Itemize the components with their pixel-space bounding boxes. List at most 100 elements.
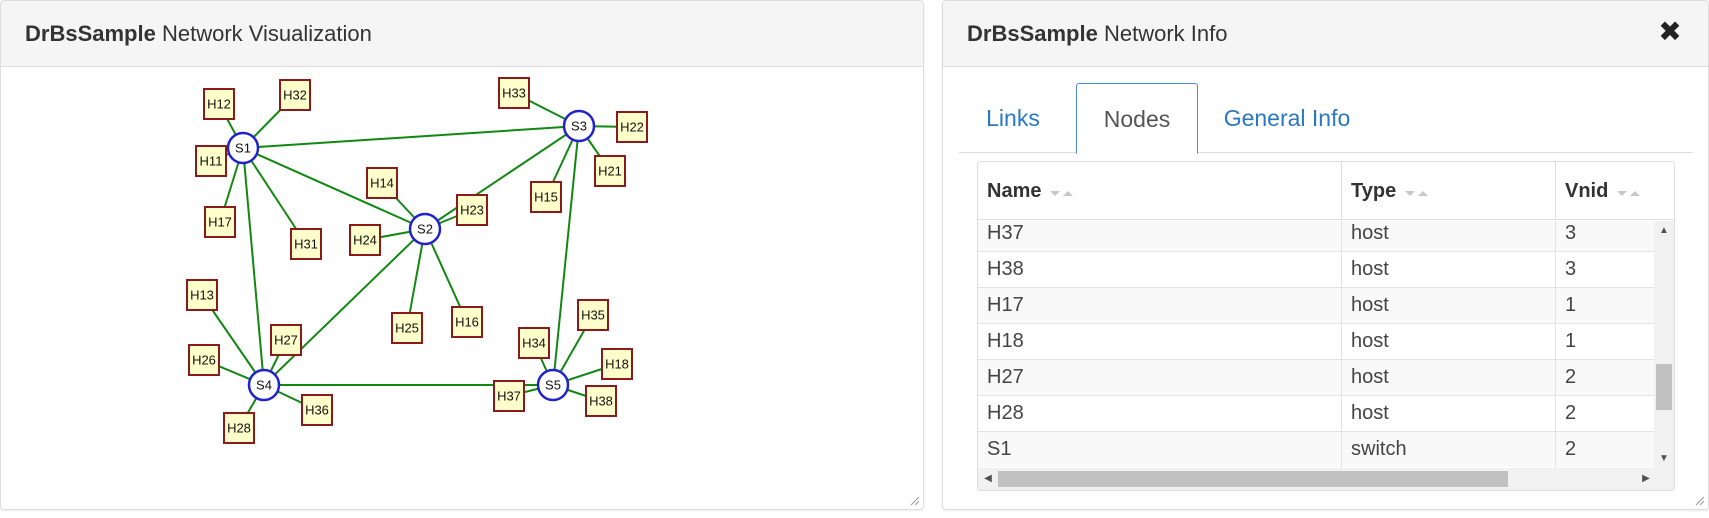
table-cell-vnid: 3 bbox=[1565, 258, 1577, 280]
host-box bbox=[188, 344, 220, 376]
switch-circle bbox=[247, 368, 281, 402]
switch-circle bbox=[408, 212, 442, 246]
scroll-left-icon[interactable]: ◀ bbox=[984, 473, 992, 484]
host-node-h13[interactable]: H13 bbox=[186, 279, 218, 311]
link-s1-s2 bbox=[242, 147, 426, 230]
host-node-h15[interactable]: H15 bbox=[530, 181, 562, 213]
host-label: H33 bbox=[502, 86, 526, 101]
vertical-scrollbar[interactable]: ▲ ▼ bbox=[1654, 221, 1674, 469]
host-label: H26 bbox=[192, 353, 216, 368]
scroll-up-icon[interactable]: ▲ bbox=[1659, 225, 1669, 236]
host-label: H17 bbox=[208, 215, 232, 230]
host-node-h14[interactable]: H14 bbox=[366, 167, 398, 199]
host-label: H11 bbox=[200, 154, 223, 169]
host-label: H25 bbox=[395, 321, 419, 336]
host-box bbox=[366, 167, 398, 199]
switch-node-s1[interactable]: S1 bbox=[226, 131, 260, 165]
host-box bbox=[530, 181, 562, 213]
host-node-h36[interactable]: H36 bbox=[301, 394, 333, 426]
switch-label: S3 bbox=[571, 119, 587, 134]
switch-node-s5[interactable]: S5 bbox=[536, 368, 570, 402]
column-header-type[interactable]: Type bbox=[1342, 162, 1556, 220]
host-label: H32 bbox=[283, 88, 307, 103]
host-label: H34 bbox=[522, 336, 546, 351]
host-node-h28[interactable]: H28 bbox=[223, 412, 255, 444]
table-cell-type: host bbox=[1342, 288, 1556, 324]
host-box bbox=[290, 228, 322, 260]
host-node-h21[interactable]: H21 bbox=[594, 155, 626, 187]
switch-node-s4[interactable]: S4 bbox=[247, 368, 281, 402]
host-node-h38[interactable]: H38 bbox=[585, 385, 617, 417]
scroll-down-icon[interactable]: ▼ bbox=[1659, 453, 1669, 464]
table-cell-type: host bbox=[1342, 221, 1556, 252]
info-title-text: Network Info bbox=[1097, 21, 1228, 46]
host-label: H21 bbox=[598, 164, 622, 179]
host-label: H28 bbox=[227, 421, 251, 436]
table-cell-type: host bbox=[1342, 252, 1556, 288]
host-node-h22[interactable]: H22 bbox=[616, 111, 648, 143]
scroll-right-icon[interactable]: ▶ bbox=[1642, 473, 1650, 484]
switch-node-s2[interactable]: S2 bbox=[408, 212, 442, 246]
horizontal-scroll-thumb[interactable] bbox=[998, 471, 1508, 487]
close-icon[interactable]: ✖ bbox=[1658, 16, 1682, 47]
host-node-h16[interactable]: H16 bbox=[451, 306, 483, 338]
host-box bbox=[456, 194, 488, 226]
tab-general-info[interactable]: General Info bbox=[1223, 105, 1351, 131]
host-node-h25[interactable]: H25 bbox=[391, 312, 423, 344]
table-cell-type: switch bbox=[1342, 432, 1556, 468]
host-node-h11[interactable]: H11 bbox=[195, 145, 227, 177]
horizontal-scrollbar[interactable]: ◀ ▶ bbox=[978, 468, 1674, 490]
host-node-h31[interactable]: H31 bbox=[290, 228, 322, 260]
table-cell-vnid: 2 bbox=[1565, 438, 1577, 460]
host-node-h24[interactable]: H24 bbox=[349, 224, 381, 256]
host-label: H36 bbox=[305, 403, 329, 418]
host-node-h17[interactable]: H17 bbox=[204, 206, 236, 238]
table-cell-vnid: 1 bbox=[1565, 294, 1577, 316]
switch-circle bbox=[536, 368, 570, 402]
table-cell-vnid: 2 bbox=[1565, 402, 1577, 424]
column-header-type-label: Type bbox=[1351, 180, 1397, 202]
tab-links[interactable]: Links bbox=[986, 105, 1040, 131]
host-label: H37 bbox=[497, 389, 521, 404]
host-box bbox=[195, 145, 227, 177]
host-node-h33[interactable]: H33 bbox=[498, 77, 530, 109]
host-node-h34[interactable]: H34 bbox=[518, 327, 550, 359]
column-header-vnid-label: Vnid bbox=[1565, 180, 1609, 202]
sort-icon[interactable] bbox=[1404, 163, 1430, 221]
switch-circle bbox=[562, 109, 596, 143]
host-node-h18[interactable]: H18 bbox=[601, 348, 633, 380]
switch-label: S5 bbox=[545, 378, 561, 393]
vertical-scroll-thumb[interactable] bbox=[1656, 363, 1672, 410]
tab-nodes[interactable]: Nodes bbox=[1076, 83, 1198, 154]
resize-handle-icon[interactable] bbox=[910, 496, 920, 506]
sort-icon[interactable] bbox=[1049, 163, 1075, 221]
host-node-h32[interactable]: H32 bbox=[279, 79, 311, 111]
switch-node-s3[interactable]: S3 bbox=[562, 109, 596, 143]
column-header-name[interactable]: Name bbox=[978, 162, 1342, 220]
column-header-vnid[interactable]: Vnid bbox=[1556, 162, 1674, 221]
link-s1-s3 bbox=[242, 125, 580, 149]
table-cell-vnid: 1 bbox=[1565, 330, 1577, 352]
resize-handle-icon[interactable] bbox=[1695, 496, 1705, 506]
sort-icon[interactable] bbox=[1616, 163, 1642, 221]
host-node-h35[interactable]: H35 bbox=[577, 299, 609, 331]
host-node-h12[interactable]: H12 bbox=[203, 88, 235, 120]
host-node-h37[interactable]: H37 bbox=[493, 380, 525, 412]
host-node-h23[interactable]: H23 bbox=[456, 194, 488, 226]
host-box bbox=[616, 111, 648, 143]
switch-label: S1 bbox=[235, 141, 251, 156]
host-label: H16 bbox=[455, 315, 479, 330]
host-node-h26[interactable]: H26 bbox=[188, 344, 220, 376]
host-node-h27[interactable]: H27 bbox=[270, 324, 302, 356]
host-label: H24 bbox=[353, 233, 377, 248]
